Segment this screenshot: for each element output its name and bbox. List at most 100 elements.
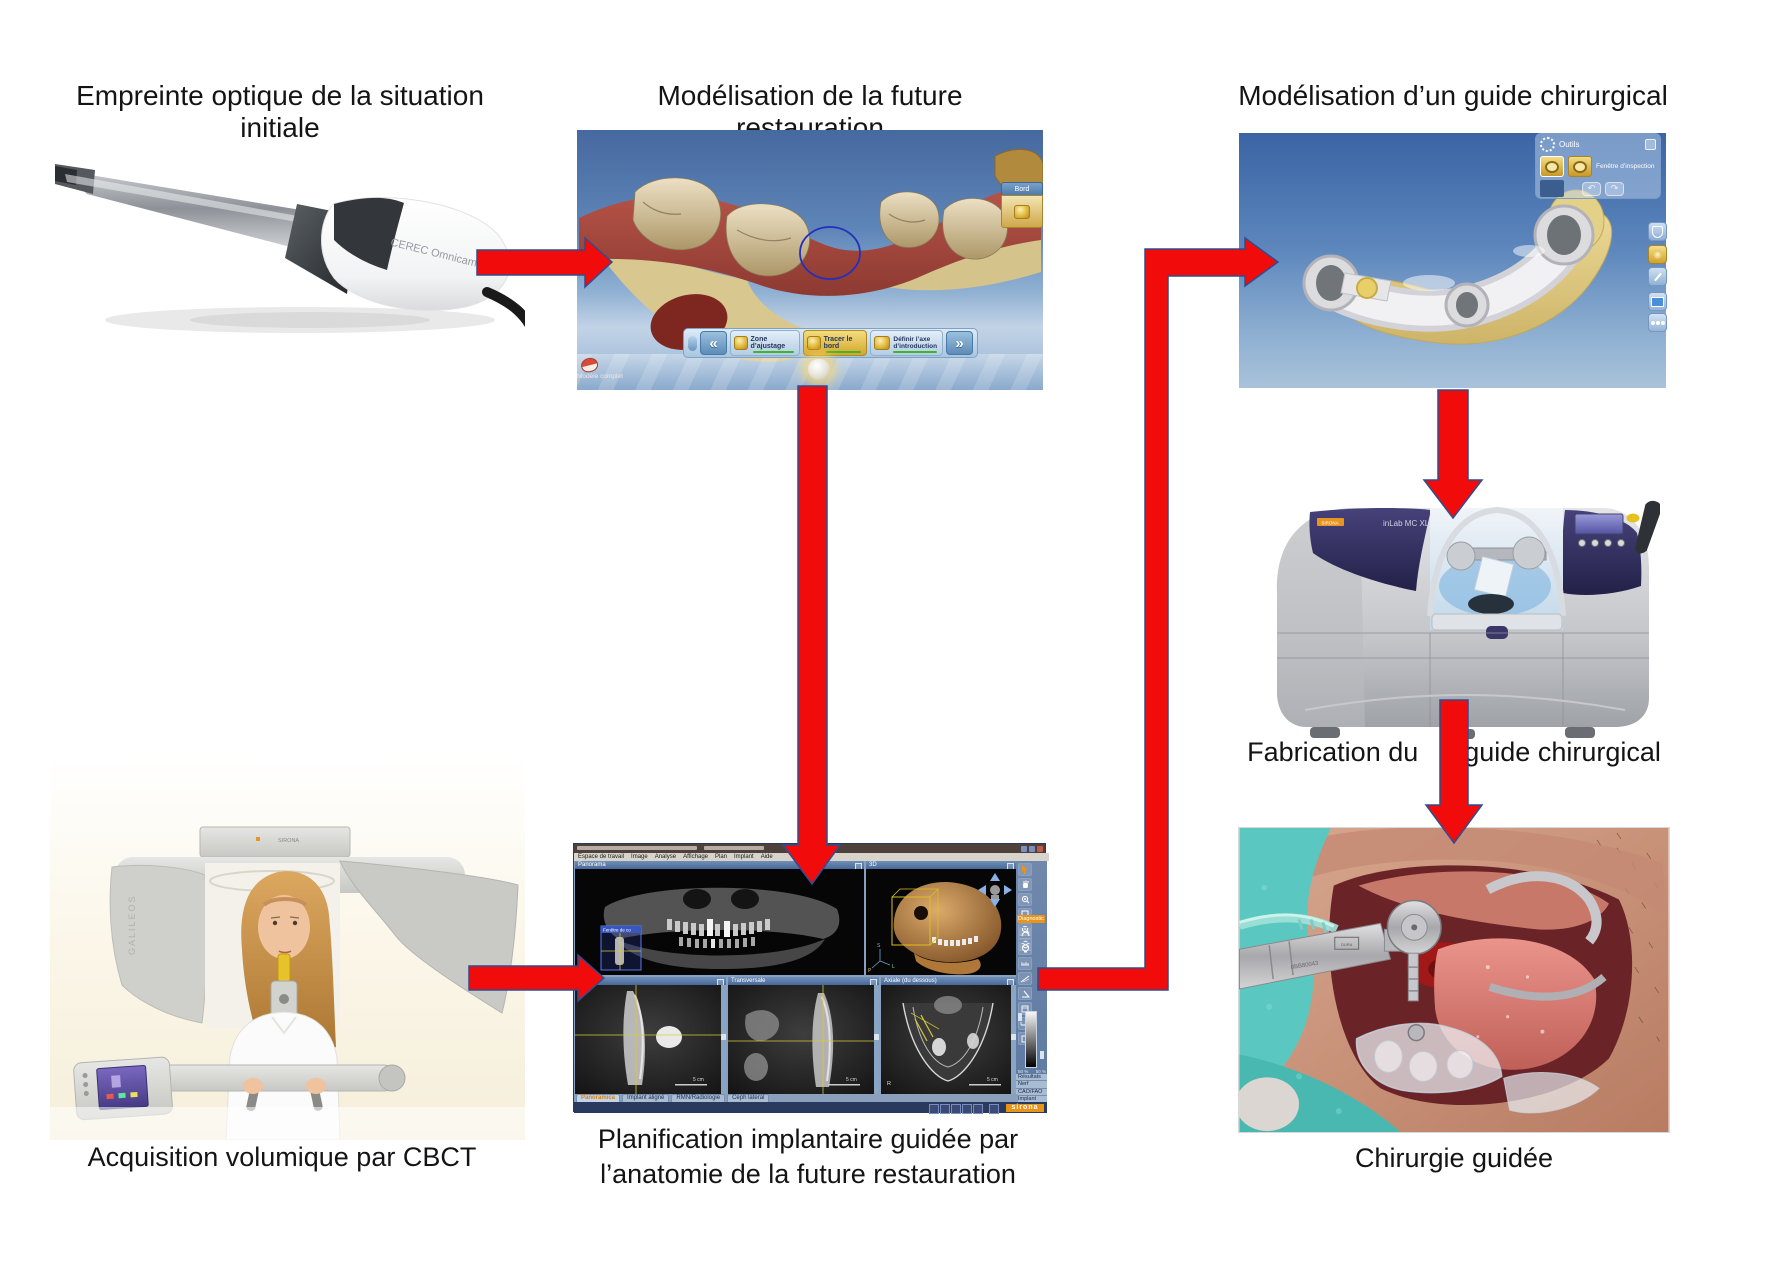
transversale-header: Transversale: [728, 977, 879, 986]
machine-brand-badge: SIRONA: [1321, 521, 1338, 526]
intraoral-scanner-photo: CEREC Omnicam: [55, 164, 525, 333]
step1-crown-icon: [734, 336, 748, 350]
cbct-left-wing: [109, 864, 208, 1024]
cbct-brand-top: SIRONA: [278, 838, 299, 844]
title-restoration-modeling: Modélisation de la future restauration: [657, 80, 963, 143]
monitor-view-icon: [1648, 292, 1667, 311]
step-tracer-le-bord: Tracer le bord: [803, 330, 868, 356]
contrast-handle-left: [1018, 1013, 1022, 1021]
status-bar: sirona: [574, 1102, 1047, 1114]
step-zone-ajustage: Zone d’ajustage: [730, 330, 801, 356]
caption-planning: Planification implantaire guidée par l’a…: [597, 1124, 1019, 1189]
tab-rmn-radiologie: RMN/Radiologie: [671, 1094, 726, 1102]
layout-icon-1: [929, 1103, 939, 1114]
bord-tool-box: [1001, 195, 1043, 228]
svg-text:0BB80043: 0BB80043: [1290, 961, 1319, 971]
slice-panel-transversale: Transversale 5 cm: [728, 977, 879, 1094]
layout-icon-6: [989, 1103, 999, 1114]
layout-icon-3: [951, 1103, 961, 1114]
svg-text:P: P: [868, 968, 872, 974]
title-optical-impression: Empreinte optique de la situation initia…: [76, 80, 484, 143]
skull-tool-icon: [1018, 942, 1032, 955]
volume-box-wireframe: [891, 896, 931, 946]
cheek-retractor: [1485, 871, 1602, 945]
layout-icon-5: [973, 1103, 983, 1114]
chamber-frame: [1427, 506, 1566, 617]
zoom-in-icon: [1018, 893, 1032, 906]
slice2-slider: [874, 985, 879, 1094]
control-screen: [96, 1064, 149, 1110]
caption-surgery: Chirurgie guidée: [1354, 1143, 1554, 1173]
margin-line-ellipse: [799, 226, 861, 280]
implant-planning-window: Espace de travail Image Analyse Affichag…: [573, 843, 1049, 1114]
tool-slot-empty: [1540, 180, 1564, 197]
gloved-finger: [1239, 1077, 1300, 1131]
step-cao-fao: CAO/FAO: [1016, 1088, 1047, 1097]
dental-scan-render: [579, 148, 1043, 363]
cerec-modeling-panel: Bord « Zone d’ajustage Tracer le bord Dé…: [577, 130, 1043, 390]
inspection-tool: [1568, 156, 1592, 177]
scale-label: 5 cm: [693, 1077, 704, 1083]
tab-ceph-lateral: Ceph lateral: [727, 1094, 770, 1102]
full-model-label: Modèle complet: [577, 373, 623, 380]
power-button: [1626, 513, 1640, 523]
teeth-view-icon: [1648, 313, 1667, 332]
orientation-r-label: R: [887, 1081, 891, 1087]
slice-panel-1: 5 cm: [575, 977, 726, 1094]
menu-image: Image: [631, 854, 648, 860]
menu-bar: Espace de travail Image Analyse Affichag…: [574, 853, 1049, 861]
arrow-modeling-to-planning: [781, 385, 842, 886]
angle-tool-icon: [1018, 987, 1032, 1000]
cbct-machine-photo: SIRONA GALILEOS: [50, 755, 525, 1140]
ct-slice-1: 5 cm: [575, 985, 726, 1094]
close-icon: [1037, 845, 1043, 852]
minimize-icon: [1021, 845, 1027, 852]
skull-3d-view: S P L: [866, 869, 1016, 975]
slice3-slider: [1011, 985, 1016, 1094]
menu-espace: Espace de travail: [578, 854, 625, 860]
menu-implant: Implant: [734, 854, 754, 860]
menu-aide: Aide: [760, 854, 773, 860]
ruler-horizontal-icon: [1018, 957, 1032, 970]
overlay-box-label: Fenêtre de co: [603, 928, 631, 933]
step-resultats: Résultats: [1016, 1074, 1047, 1082]
surgical-guide-render: [1302, 189, 1613, 345]
bite-block: [277, 953, 291, 983]
surgical-guide-in-mouth: [1355, 1022, 1600, 1114]
bord-crown-icon: [1014, 204, 1030, 219]
tools-panel: Outils Fenêtre d’inspection ↶ ↷: [1535, 133, 1661, 199]
scanner-device: CEREC Omnicam: [55, 164, 525, 328]
slice-panel-axiale: Axiale (du dessous) R 5 cm: [881, 977, 1016, 1094]
panel-collapse-icon: [1645, 139, 1656, 150]
cerec-step-toolbar: « Zone d’ajustage Tracer le bord Définir…: [683, 328, 978, 358]
upper-lip: [1297, 828, 1669, 918]
step2-crown-icon: [807, 336, 821, 350]
retractor-lower-arm: [1488, 973, 1607, 1001]
caption-cbct: Acquisition volumique par CBCT: [87, 1142, 477, 1172]
machine-model-label: inLab MC XL: [1383, 519, 1430, 528]
tooth-phase-icon: [808, 359, 830, 380]
grip-bar: [144, 1064, 398, 1092]
step1-progress-bar: [753, 351, 795, 353]
cbct-side-label: GALILEOS: [127, 894, 137, 955]
axiale-header: Axiale (du dessous): [881, 977, 1016, 986]
tab-panoramica: Panoramica: [576, 1094, 621, 1102]
scanner-cable: [482, 287, 525, 328]
collapse-button: [688, 335, 698, 351]
panorama-panel: Panorama Fenêtre de co: [575, 861, 864, 975]
diagnostic-badge: Diagnostic: [1017, 915, 1045, 923]
guide-modeling-panel: Outils Fenêtre d’inspection ↶ ↷: [1239, 133, 1667, 388]
slice1-header: [575, 977, 726, 986]
svg-text:L: L: [892, 964, 895, 970]
slice1-slider: [721, 985, 726, 1094]
axis-labels: S P L: [868, 943, 895, 974]
ruler-slope-icon: [1018, 972, 1032, 985]
pan-hand-icon: [1018, 878, 1032, 891]
panoramic-xray: Fenêtre de co: [575, 869, 864, 975]
svg-text:S: S: [877, 943, 881, 949]
layout-icon-4: [962, 1103, 972, 1114]
view-tabs-bar: Panoramica Implant aligné RMN/Radiologie…: [574, 1094, 1018, 1102]
upper-gum: [1358, 871, 1609, 930]
tools-gear-icon: [1540, 137, 1555, 152]
caption-fabrication: Fabrication du guide chirurgical: [1247, 737, 1661, 767]
